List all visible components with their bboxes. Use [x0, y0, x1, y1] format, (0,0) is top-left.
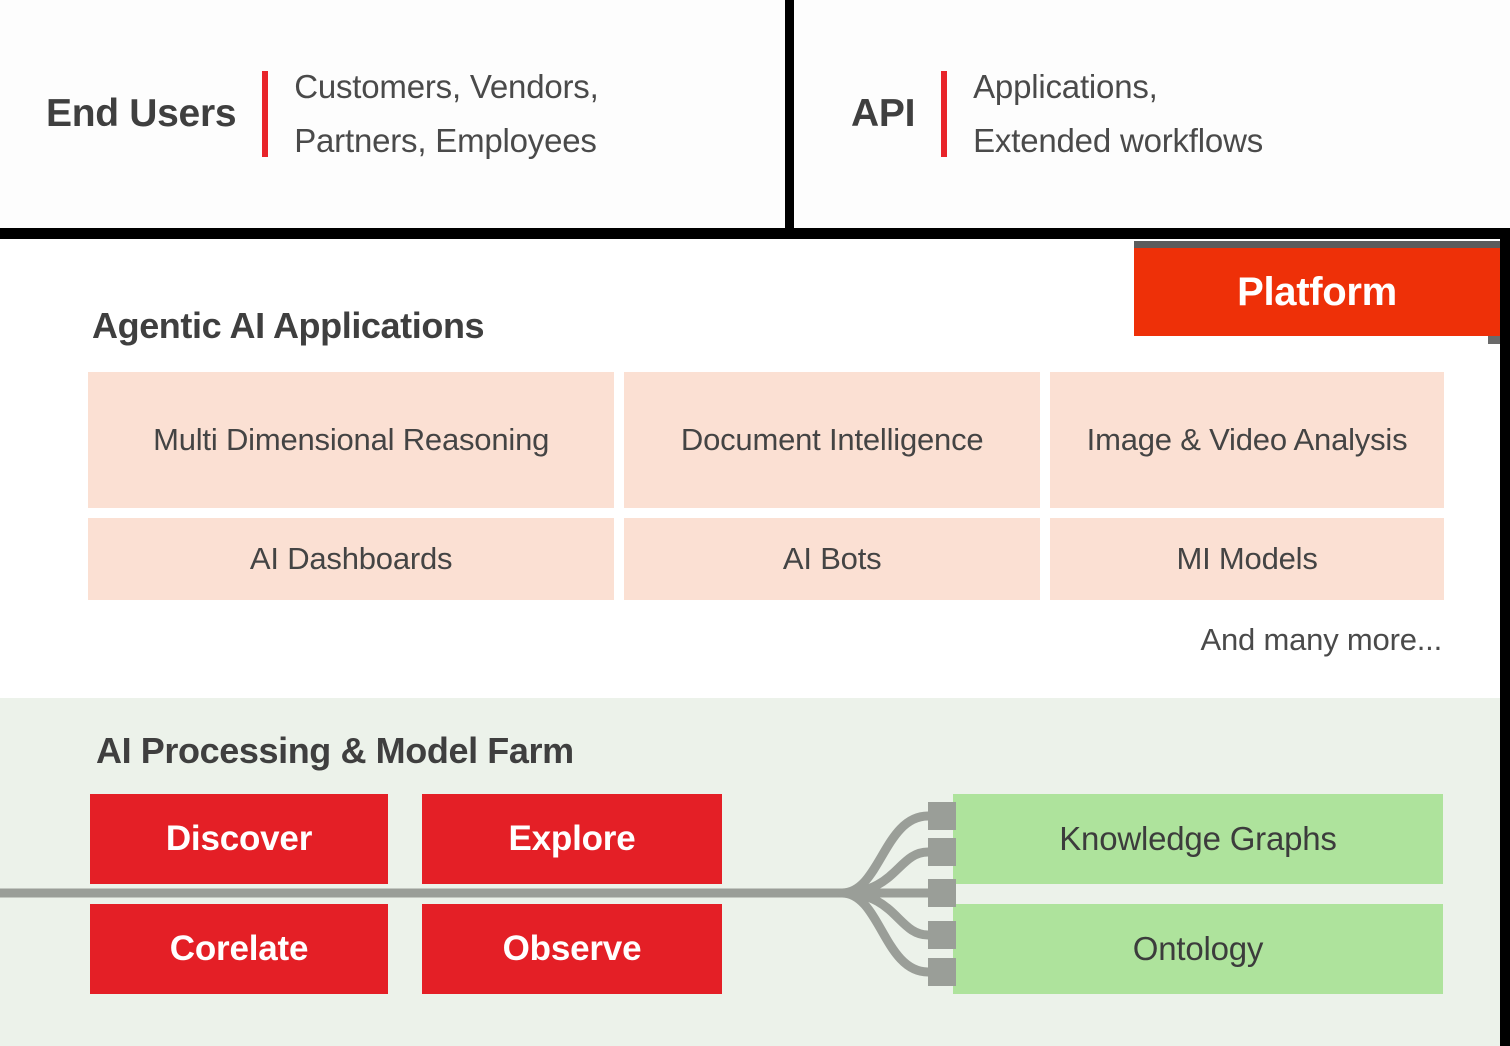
action-button-discover[interactable]: Discover	[90, 794, 388, 884]
end-users-desc-line-1: Customers, Vendors,	[294, 68, 599, 105]
application-card[interactable]: Document Intelligence	[624, 372, 1041, 508]
api-description: Applications, Extended workflows	[973, 60, 1263, 168]
application-card[interactable]: MI Models	[1050, 518, 1445, 600]
api-desc-line-1: Applications,	[973, 68, 1158, 105]
application-card[interactable]: Multi Dimensional Reasoning	[88, 372, 615, 508]
output-box-ontology[interactable]: Ontology	[953, 904, 1443, 994]
platform-badge: Platform	[1134, 248, 1500, 336]
application-column: Document Intelligence AI Bots	[624, 372, 1041, 600]
applications-section-title: Agentic AI Applications	[92, 305, 485, 346]
platform-badge-bottom-shadow	[1488, 336, 1500, 344]
action-button-observe[interactable]: Observe	[422, 904, 722, 994]
ai-processing-section: AI Processing & Model Farm Discover Expl…	[0, 698, 1500, 1046]
and-many-more-note: And many more...	[1200, 622, 1443, 657]
action-button-explore[interactable]: Explore	[422, 794, 722, 884]
api-cell: API Applications, Extended workflows	[793, 0, 1510, 228]
application-card-grid: Multi Dimensional Reasoning AI Dashboard…	[88, 372, 1445, 600]
end-users-desc-line-2: Partners, Employees	[294, 122, 597, 159]
platform-right-rail	[1500, 239, 1510, 1046]
end-users-label: End Users	[46, 92, 237, 135]
end-users-description: Customers, Vendors, Partners, Employees	[294, 60, 599, 168]
red-divider-rule	[262, 71, 269, 157]
application-column: Multi Dimensional Reasoning AI Dashboard…	[88, 372, 615, 600]
api-desc-line-2: Extended workflows	[973, 122, 1263, 159]
application-card[interactable]: AI Bots	[624, 518, 1041, 600]
end-users-cell: End Users Customers, Vendors, Partners, …	[0, 0, 785, 228]
platform-badge-label: Platform	[1237, 269, 1397, 314]
application-card[interactable]: Image & Video Analysis	[1050, 372, 1445, 508]
api-label: API	[851, 92, 916, 135]
application-card[interactable]: AI Dashboards	[88, 518, 615, 600]
vertical-divider	[785, 0, 794, 239]
consumers-band: End Users Customers, Vendors, Partners, …	[0, 0, 1510, 228]
horizontal-divider	[0, 228, 1510, 239]
processing-section-title: AI Processing & Model Farm	[96, 730, 574, 771]
action-button-corelate[interactable]: Corelate	[90, 904, 388, 994]
red-divider-rule	[941, 71, 948, 157]
platform-badge-top-shadow	[1134, 241, 1500, 248]
output-box-knowledge-graphs[interactable]: Knowledge Graphs	[953, 794, 1443, 884]
application-column: Image & Video Analysis MI Models	[1050, 372, 1445, 600]
